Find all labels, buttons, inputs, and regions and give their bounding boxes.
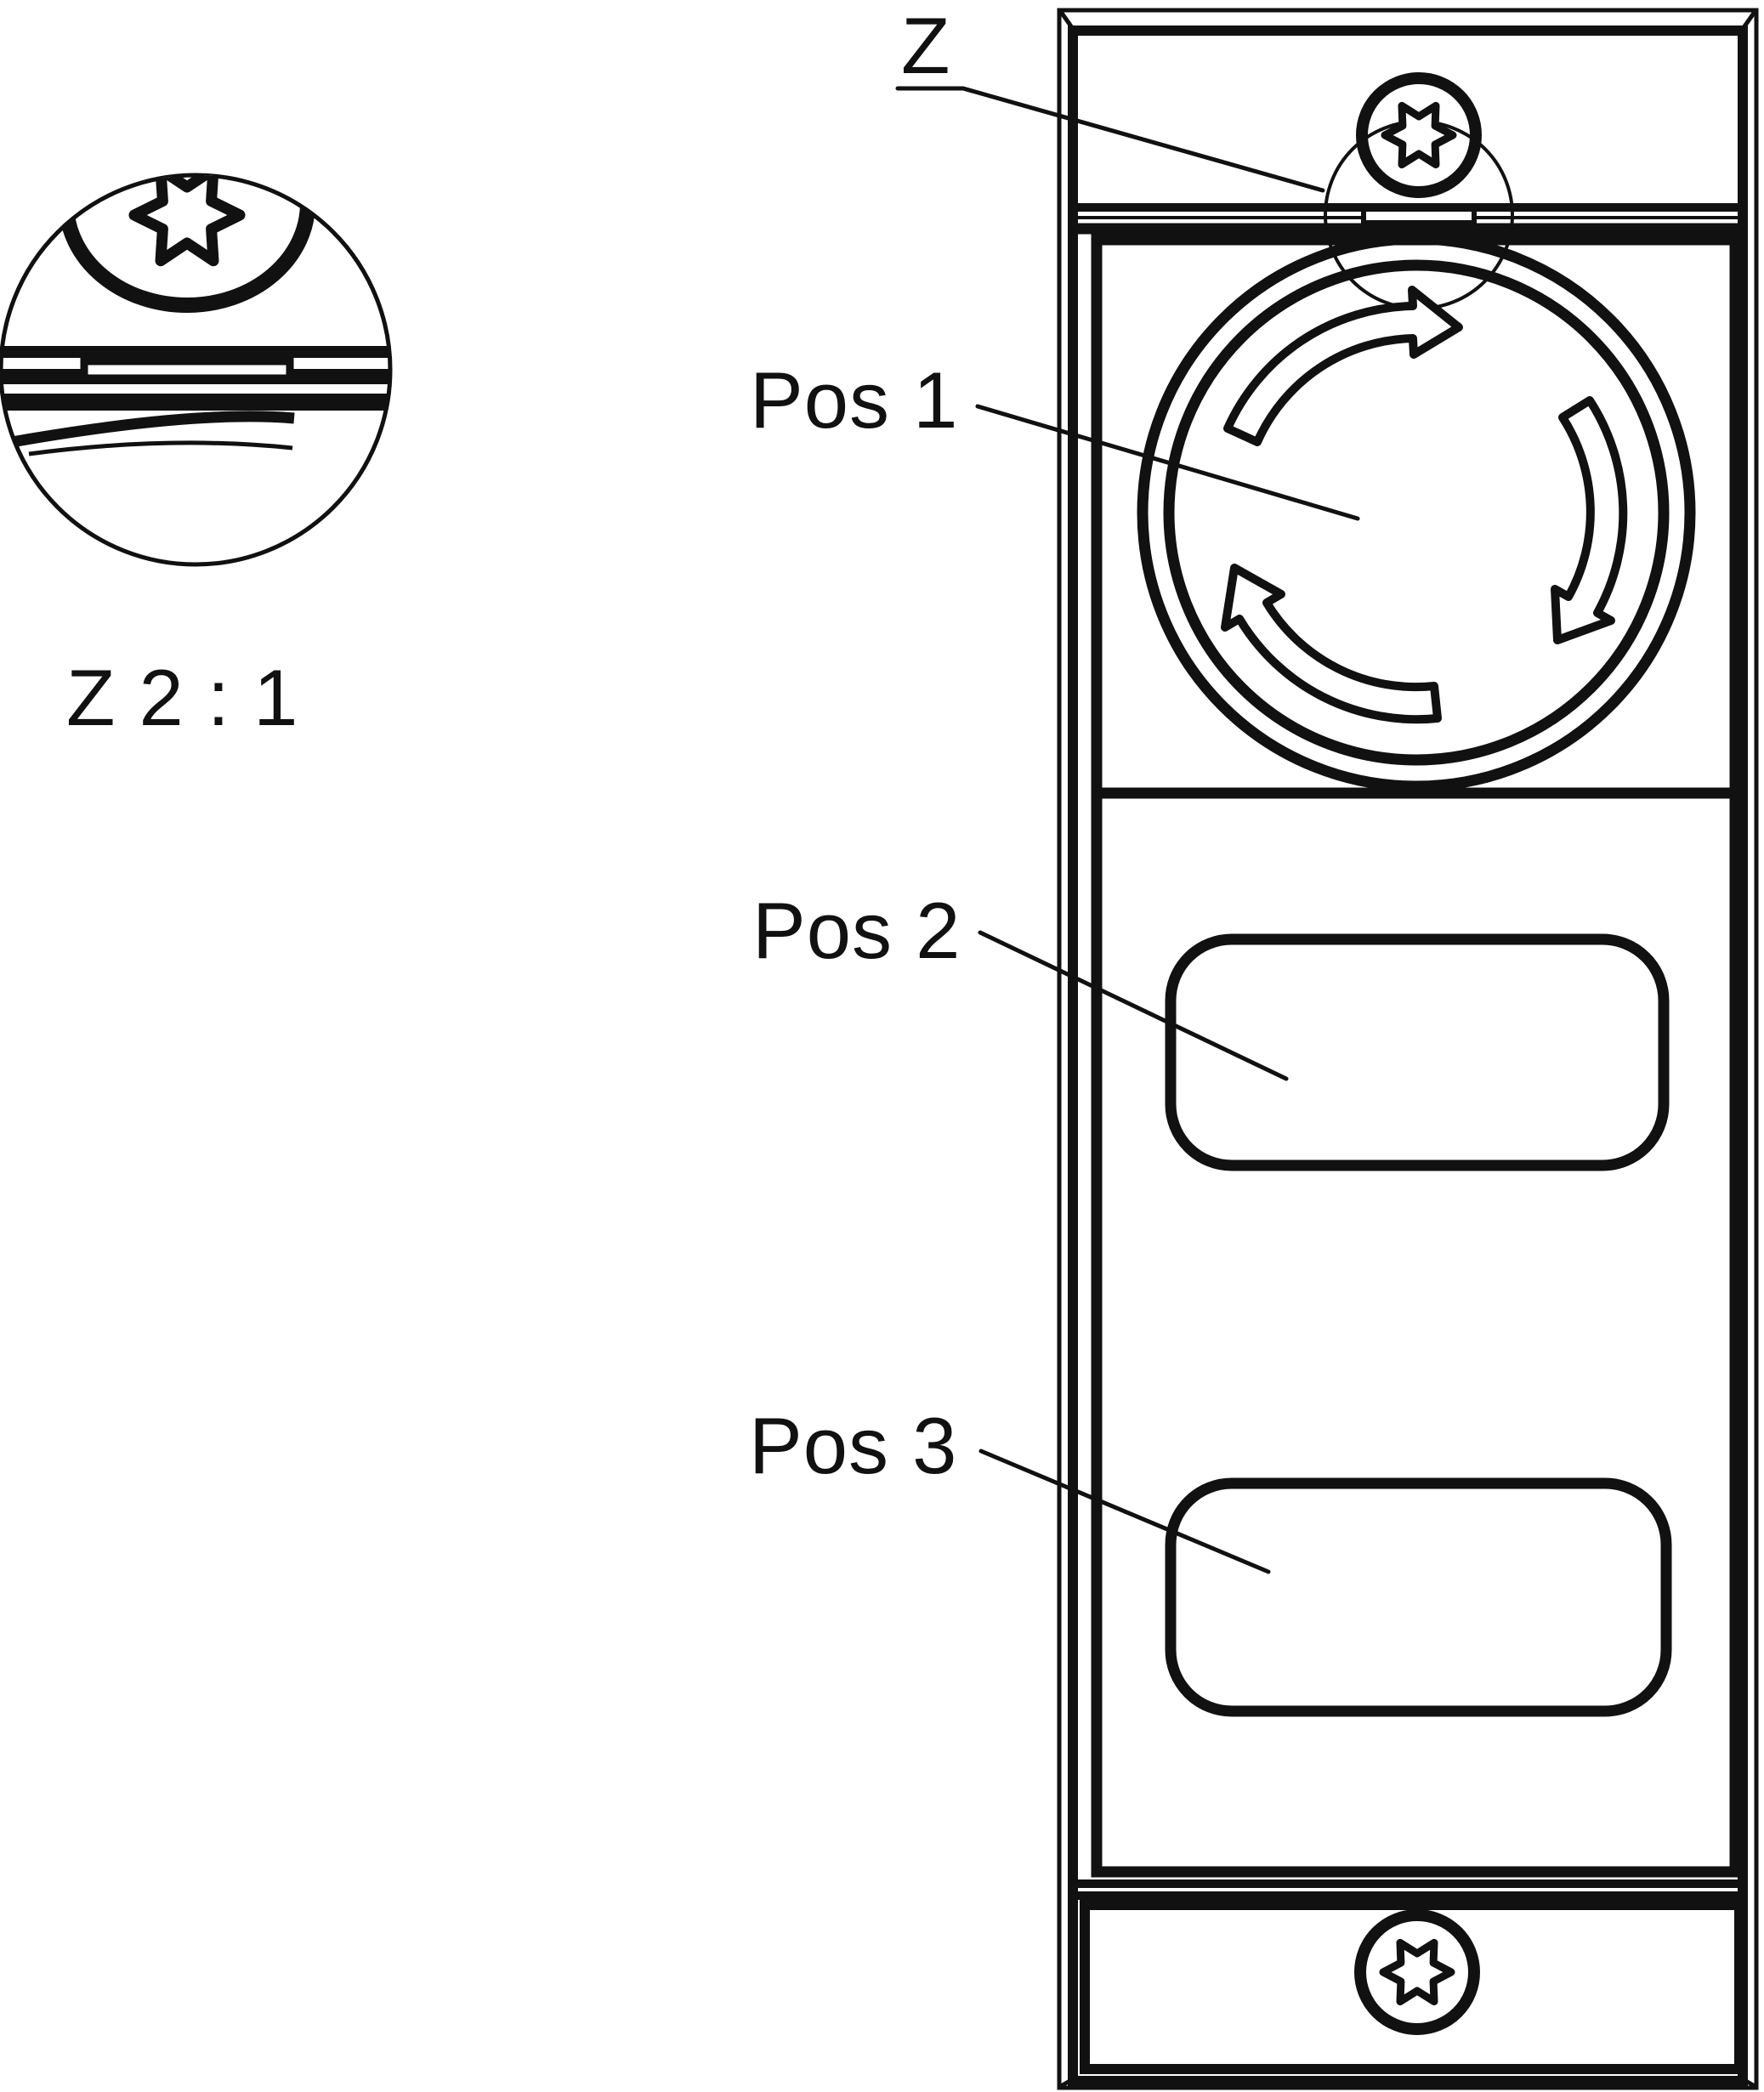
- callout-leaders: [895, 86, 1360, 1574]
- torx-star-detail-icon: [128, 175, 246, 267]
- estop-top-arc-thick: [10, 411, 295, 448]
- callout-pos1-label: Pos 1: [750, 355, 958, 445]
- leader-pos2: [978, 930, 1289, 1081]
- panel-inner-edge: [1068, 26, 1748, 2086]
- panel-front-view: [1057, 8, 1759, 2090]
- rotate-arrow-top: [1223, 286, 1463, 446]
- rotate-arrows-icon: [1221, 286, 1628, 724]
- callout-pos2-label: Pos 2: [752, 886, 961, 975]
- estop-inner-ring: [1163, 259, 1670, 766]
- main-section-box: [1091, 234, 1741, 1878]
- leader-pos3: [978, 1449, 1271, 1574]
- top-divider-tab: [1361, 207, 1477, 225]
- bottom-section-box: [1080, 1900, 1744, 2074]
- panel-outer-edge: [1057, 8, 1759, 2090]
- detail-scale-label: Z 2 : 1: [66, 653, 298, 742]
- panel-corner-bevels: [1058, 10, 1757, 2089]
- divider-tab: [80, 357, 294, 383]
- estop-top-arc-thin: [28, 440, 293, 456]
- rotate-arrow-bottom-left: [1221, 564, 1442, 724]
- divider-top-bar: [1, 346, 390, 358]
- estop-outer-ring: [1137, 233, 1696, 792]
- leader-pos1: [975, 404, 1360, 521]
- top-divider: [1073, 203, 1743, 235]
- callout-pos3-label: Pos 3: [749, 1401, 957, 1490]
- button-pos3: [1165, 1477, 1672, 1717]
- screw-recess-arc: [59, 201, 316, 313]
- emergency-stop-button: [1137, 233, 1696, 792]
- callout-z-label: Z: [901, 1, 950, 90]
- detail-view-z: [0, 173, 393, 567]
- leader-z: [895, 86, 1325, 193]
- torx-screw-bottom-icon: [1354, 1909, 1480, 2035]
- divider-bottom-bar: [1, 394, 390, 411]
- button-pos2: [1165, 933, 1670, 1171]
- bottom-divider: [1073, 1879, 1743, 1900]
- rotate-arrow-right: [1551, 396, 1628, 644]
- torx-screw-top-icon: [1356, 72, 1482, 198]
